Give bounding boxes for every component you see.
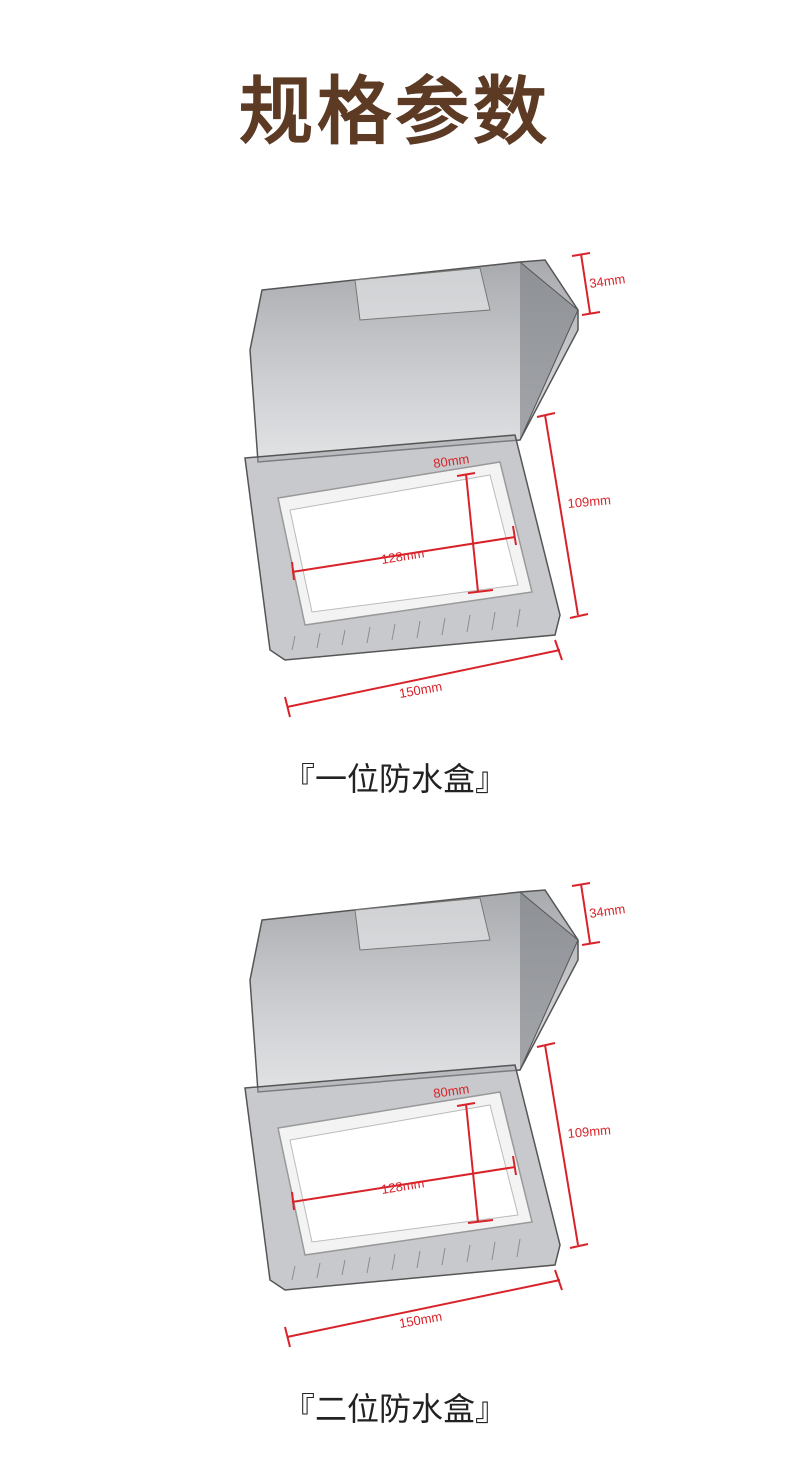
product-2: 34mm 109mm 150mm 128mm 80mm xyxy=(0,870,790,1470)
page-title: 规格参数 xyxy=(239,69,551,155)
dim-depth: 34mm xyxy=(588,271,626,291)
product-1: 34mm 109mm 150mm 128mm 80mm xyxy=(0,240,790,840)
dim-inner-height: 80mm xyxy=(432,451,470,471)
dim-width: 150mm xyxy=(398,1309,443,1331)
waterproof-box-image: 34mm 109mm 150mm 128mm 80mm xyxy=(244,252,626,718)
dim-height: 109mm xyxy=(567,1122,612,1141)
dim-inner-width: 128mm xyxy=(380,545,425,567)
dim-height: 109mm xyxy=(567,492,612,511)
dim-inner-height: 80mm xyxy=(432,1081,470,1101)
product-1-caption: 『一位防水盒』 xyxy=(282,760,507,798)
dim-depth: 34mm xyxy=(588,901,626,921)
waterproof-box-image: 34mm 109mm 150mm 128mm 80mm xyxy=(244,882,626,1348)
dim-width: 150mm xyxy=(398,679,443,701)
dim-inner-width: 128mm xyxy=(380,1175,425,1197)
product-2-caption: 『二位防水盒』 xyxy=(282,1390,507,1428)
